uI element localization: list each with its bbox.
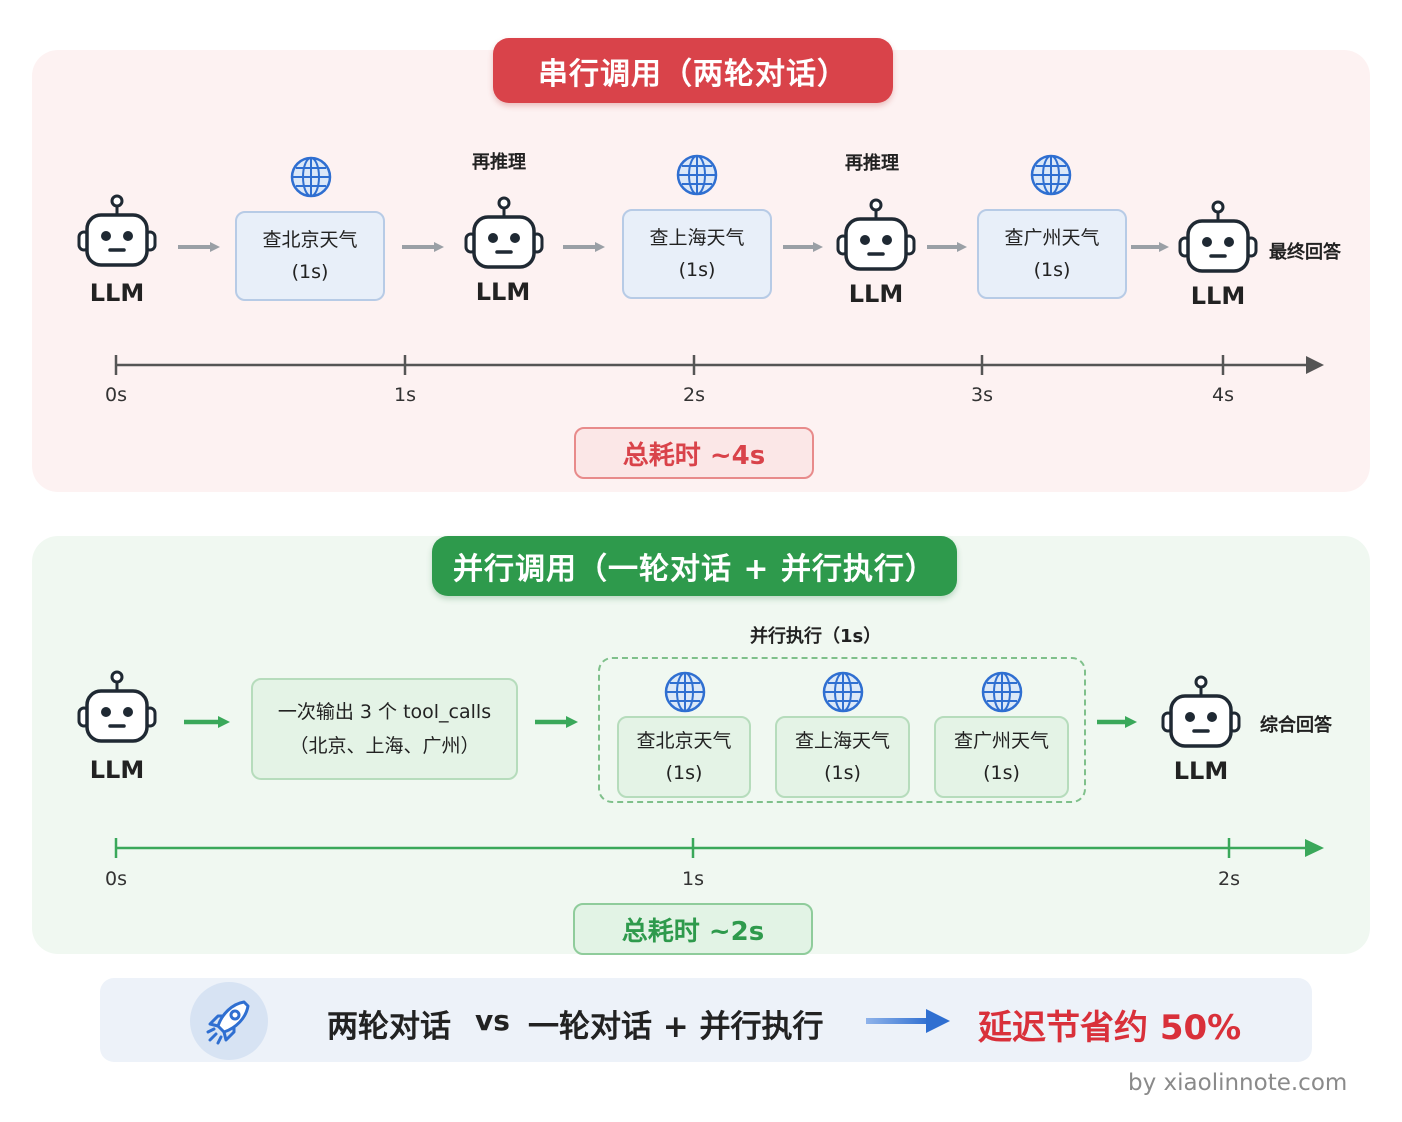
llm-label: LLM — [475, 278, 531, 306]
tick-label: 0s — [105, 868, 127, 890]
globe-icon — [981, 671, 1023, 713]
summary-result: 延迟节省约 50% — [978, 1008, 1242, 1048]
task-time: (1s) — [678, 259, 716, 281]
globe-icon — [676, 154, 718, 196]
task-box-shanghai: 查上海天气 (1s) — [775, 716, 910, 798]
robot-icon — [1161, 675, 1241, 748]
task-box-guangzhou: 查广州天气 (1s) — [977, 209, 1127, 299]
reason-label: 再推理 — [845, 153, 899, 174]
task-name: 查上海天气 — [649, 227, 745, 249]
task-name: 查北京天气 — [262, 229, 358, 251]
tick-label: 1s — [394, 384, 416, 406]
arrow-right-icon — [866, 1009, 950, 1033]
robot-icon — [77, 670, 157, 743]
serial-total-badge: 总耗时 ~4s — [574, 427, 814, 479]
summary-vs: vs — [475, 1004, 510, 1037]
serial-arrows — [178, 242, 1169, 252]
tick-label: 2s — [1218, 868, 1240, 890]
parallel-total-badge: 总耗时 ~2s — [573, 903, 813, 955]
parallel-arrows-timeline — [114, 716, 1324, 858]
watermark: by xiaolinnote.com — [1128, 1070, 1348, 1096]
llm-label: LLM — [848, 280, 904, 308]
task-box-guangzhou: 查广州天气 (1s) — [934, 716, 1069, 798]
reason-label: 再推理 — [472, 152, 526, 173]
robot-icon — [836, 198, 916, 271]
globe-icon — [290, 156, 332, 198]
task-time: (1s) — [291, 261, 329, 283]
rocket-icon — [206, 1000, 250, 1045]
combined-answer-label: 综合回答 — [1260, 715, 1332, 736]
tick-label: 2s — [683, 384, 705, 406]
parallel-group-label: 并行执行（1s） — [750, 626, 882, 647]
task-time: (1s) — [665, 762, 703, 784]
llm-label: LLM — [89, 756, 145, 784]
llm-label: LLM — [89, 279, 145, 307]
serial-timeline — [114, 355, 1324, 375]
summary-right: 一轮对话 + 并行执行 — [528, 1009, 824, 1045]
robot-icon — [77, 194, 157, 267]
tick-label: 4s — [1212, 384, 1234, 406]
task-box-beijing: 查北京天气 (1s) — [235, 211, 385, 301]
globe-icon — [664, 671, 706, 713]
llm-label: LLM — [1190, 282, 1246, 310]
task-name: 查广州天气 — [1004, 227, 1100, 249]
tool-calls-line2: （北京、上海、广州） — [289, 735, 480, 757]
robot-icon — [464, 196, 544, 269]
tool-calls-line1: 一次输出 3 个 tool_calls — [277, 701, 492, 723]
parallel-group — [598, 657, 1086, 803]
tick-label: 1s — [682, 868, 704, 890]
final-answer-label: 最终回答 — [1269, 242, 1341, 263]
task-time: (1s) — [1033, 259, 1071, 281]
tool-calls-box: 一次输出 3 个 tool_calls （北京、上海、广州） — [251, 678, 518, 780]
serial-title: 串行调用（两轮对话） — [493, 38, 893, 103]
task-name: 查上海天气 — [794, 730, 890, 752]
parallel-title: 并行调用（一轮对话 + 并行执行） — [432, 536, 957, 596]
task-box-beijing: 查北京天气 (1s) — [617, 716, 751, 798]
robot-icon — [1178, 200, 1258, 273]
summary-left: 两轮对话 — [327, 1009, 451, 1045]
tick-label: 0s — [105, 384, 127, 406]
tick-label: 3s — [971, 384, 993, 406]
globe-icon — [822, 671, 864, 713]
task-time: (1s) — [824, 762, 861, 784]
task-name: 查广州天气 — [953, 730, 1049, 752]
globe-icon — [1030, 154, 1072, 196]
task-name: 查北京天气 — [636, 730, 732, 752]
task-box-shanghai: 查上海天气 (1s) — [622, 209, 772, 299]
summary-bar — [100, 978, 1312, 1062]
task-time: (1s) — [983, 762, 1020, 784]
llm-label: LLM — [1173, 757, 1229, 785]
